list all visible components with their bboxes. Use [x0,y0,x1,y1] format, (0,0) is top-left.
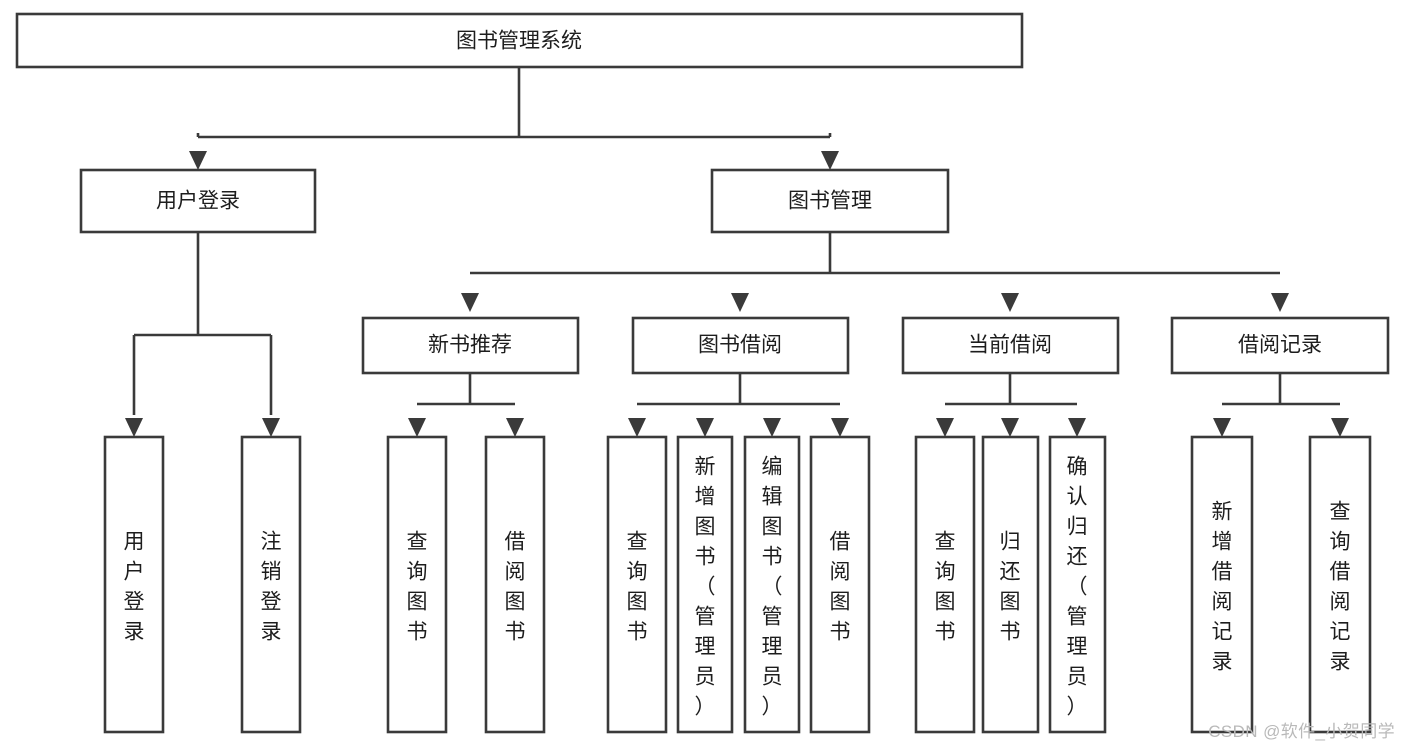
connector-group-root-to-level1 [189,67,839,170]
leaf-return-book-box[interactable] [981,435,1040,734]
leaf-query-book-3-label: 查询图书 [935,530,956,643]
leaf-add-book[interactable]: 新增图书（管理员） [676,435,734,734]
node-root-box[interactable] [15,12,1024,69]
arrow-leaf-borrow-book-1 [506,418,524,437]
leaf-add-record[interactable]: 新增借阅记录 [1190,435,1254,734]
leaf-add-record-box[interactable] [1190,435,1254,734]
node-user-login-label: 用户登录 [156,190,240,213]
leaf-query-book-2-box[interactable] [606,435,668,734]
node-user-login[interactable]: 用户登录 [79,168,317,234]
leaf-borrow-book-1-box[interactable] [484,435,546,734]
connector-group-new-book-recommend-leaves [408,373,524,437]
leaf-borrow-book-2-box[interactable] [809,435,871,734]
leaf-user-login-label: 用户登录 [124,530,145,643]
leaf-confirm-return[interactable]: 确认归还（管理员） [1048,435,1107,734]
connector-group-borrow-record-leaves [1213,373,1349,437]
arrow-leaf-add-book [696,418,714,437]
connector-group-book-manage-to-level2 [461,232,1289,312]
connector-group-book-borrow-leaves [628,373,849,437]
leaf-user-login-box[interactable] [103,435,165,734]
leaf-edit-book[interactable]: 编辑图书（管理员） [743,435,801,734]
leaf-query-record-label: 查询借阅记录 [1330,500,1351,673]
arrow-leaf-user-login [125,418,143,437]
node-root[interactable]: 图书管理系统 [15,12,1024,69]
arrow-book-borrow [731,293,749,312]
leaf-query-book-3-box[interactable] [914,435,976,734]
arrow-leaf-query-book-1 [408,418,426,437]
arrow-borrow-record [1271,293,1289,312]
leaf-query-book-1[interactable]: 查询图书 [386,435,448,734]
node-new-book-recommend[interactable]: 新书推荐 [361,316,580,375]
arrow-leaf-edit-book [763,418,781,437]
node-current-borrow-box[interactable] [901,316,1120,375]
leaf-borrow-book-2[interactable]: 借阅图书 [809,435,871,734]
arrow-leaf-query-book-3 [936,418,954,437]
node-user-login-box[interactable] [79,168,317,234]
node-borrow-record-box[interactable] [1170,316,1390,375]
arrow-book-manage [821,151,839,170]
node-book-manage-label: 图书管理 [788,190,872,213]
leaf-query-book-1-box[interactable] [386,435,448,734]
node-new-book-recommend-box[interactable] [361,316,580,375]
node-current-borrow[interactable]: 当前借阅 [901,316,1120,375]
arrow-leaf-borrow-book-2 [831,418,849,437]
connector-group-user-login-leaves [125,232,280,437]
leaf-user-logout-label: 注销登录 [261,530,282,643]
arrow-leaf-confirm-return [1068,418,1086,437]
leaf-edit-book-box[interactable] [743,435,801,734]
arrow-leaf-user-logout [262,418,280,437]
leaf-return-book[interactable]: 归还图书 [981,435,1040,734]
leaf-add-record-label: 新增借阅记录 [1212,500,1233,673]
leaf-user-logout[interactable]: 注销登录 [240,435,302,734]
csdn-watermark: CSDN @软件_小贺同学 [1208,722,1395,741]
leaf-user-login[interactable]: 用户登录 [103,435,165,734]
arrow-user-login [189,151,207,170]
leaf-query-book-2[interactable]: 查询图书 [606,435,668,734]
node-book-borrow-label: 图书借阅 [698,334,782,357]
arrow-leaf-add-record [1213,418,1231,437]
leaf-borrow-book-1-label: 借阅图书 [505,530,526,643]
node-root-label: 图书管理系统 [456,30,582,53]
leaf-add-book-label: 新增图书（管理员） [695,455,716,718]
leaf-query-book-2-label: 查询图书 [627,530,648,643]
node-borrow-record[interactable]: 借阅记录 [1170,316,1390,375]
leaf-query-record-box[interactable] [1308,435,1372,734]
node-book-manage[interactable]: 图书管理 [710,168,950,234]
arrow-current-borrow [1001,293,1019,312]
leaf-query-book-3[interactable]: 查询图书 [914,435,976,734]
node-current-borrow-label: 当前借阅 [968,334,1052,357]
leaf-confirm-return-box[interactable] [1048,435,1107,734]
node-new-book-recommend-label: 新书推荐 [428,334,512,357]
leaf-borrow-book-1[interactable]: 借阅图书 [484,435,546,734]
node-borrow-record-label: 借阅记录 [1238,334,1322,357]
leaf-query-book-1-label: 查询图书 [407,530,428,643]
leaf-confirm-return-label: 确认归还（管理员） [1067,455,1088,718]
leaf-borrow-book-2-label: 借阅图书 [830,530,851,643]
arrow-new-book-recommend [461,293,479,312]
arrow-leaf-return-book [1001,418,1019,437]
leaf-return-book-label: 归还图书 [1000,530,1021,643]
leaf-query-record[interactable]: 查询借阅记录 [1308,435,1372,734]
node-book-borrow-box[interactable] [631,316,850,375]
node-book-manage-box[interactable] [710,168,950,234]
leaf-edit-book-label: 编辑图书（管理员） [762,455,783,718]
node-book-borrow[interactable]: 图书借阅 [631,316,850,375]
arrow-leaf-query-book-2 [628,418,646,437]
leaf-add-book-box[interactable] [676,435,734,734]
arrow-leaf-query-record [1331,418,1349,437]
connector-group-current-borrow-leaves [936,373,1086,437]
leaf-user-logout-box[interactable] [240,435,302,734]
